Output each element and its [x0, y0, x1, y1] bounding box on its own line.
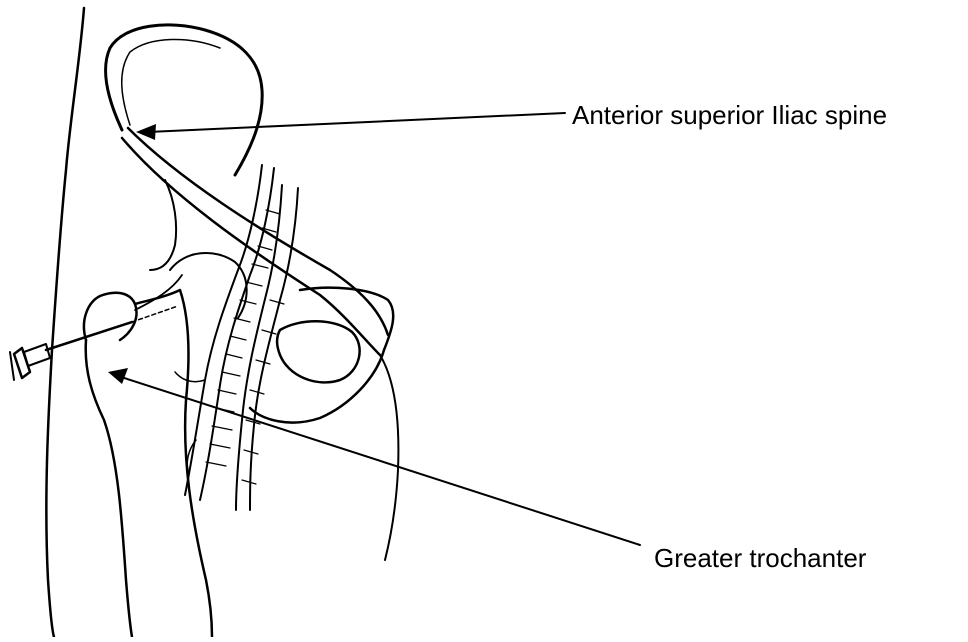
medial-thigh-outline: [380, 355, 398, 560]
iliac-wing: [150, 180, 176, 270]
femur-lateral: [86, 340, 132, 637]
label-anterior-superior-iliac-spine: Anterior superior Iliac spine: [572, 102, 887, 128]
femur-medial: [135, 290, 212, 637]
inguinal-ligament-lower: [122, 138, 380, 355]
iliac-crest: [106, 25, 263, 175]
iliac-crest-inner: [122, 39, 220, 125]
needle-syringe: [10, 306, 178, 380]
femoral-neurovascular-bundle: [175, 165, 298, 510]
acetabulum: [170, 253, 247, 318]
greater-trochanter: [84, 293, 137, 340]
inguinal-ligament: [128, 128, 388, 335]
label-greater-trochanter: Greater trochanter: [654, 545, 866, 571]
body-outline: [46, 8, 84, 637]
obturator-foramen: [277, 321, 360, 382]
pubic-ramus: [250, 288, 393, 423]
asis-pointer: [136, 113, 565, 140]
